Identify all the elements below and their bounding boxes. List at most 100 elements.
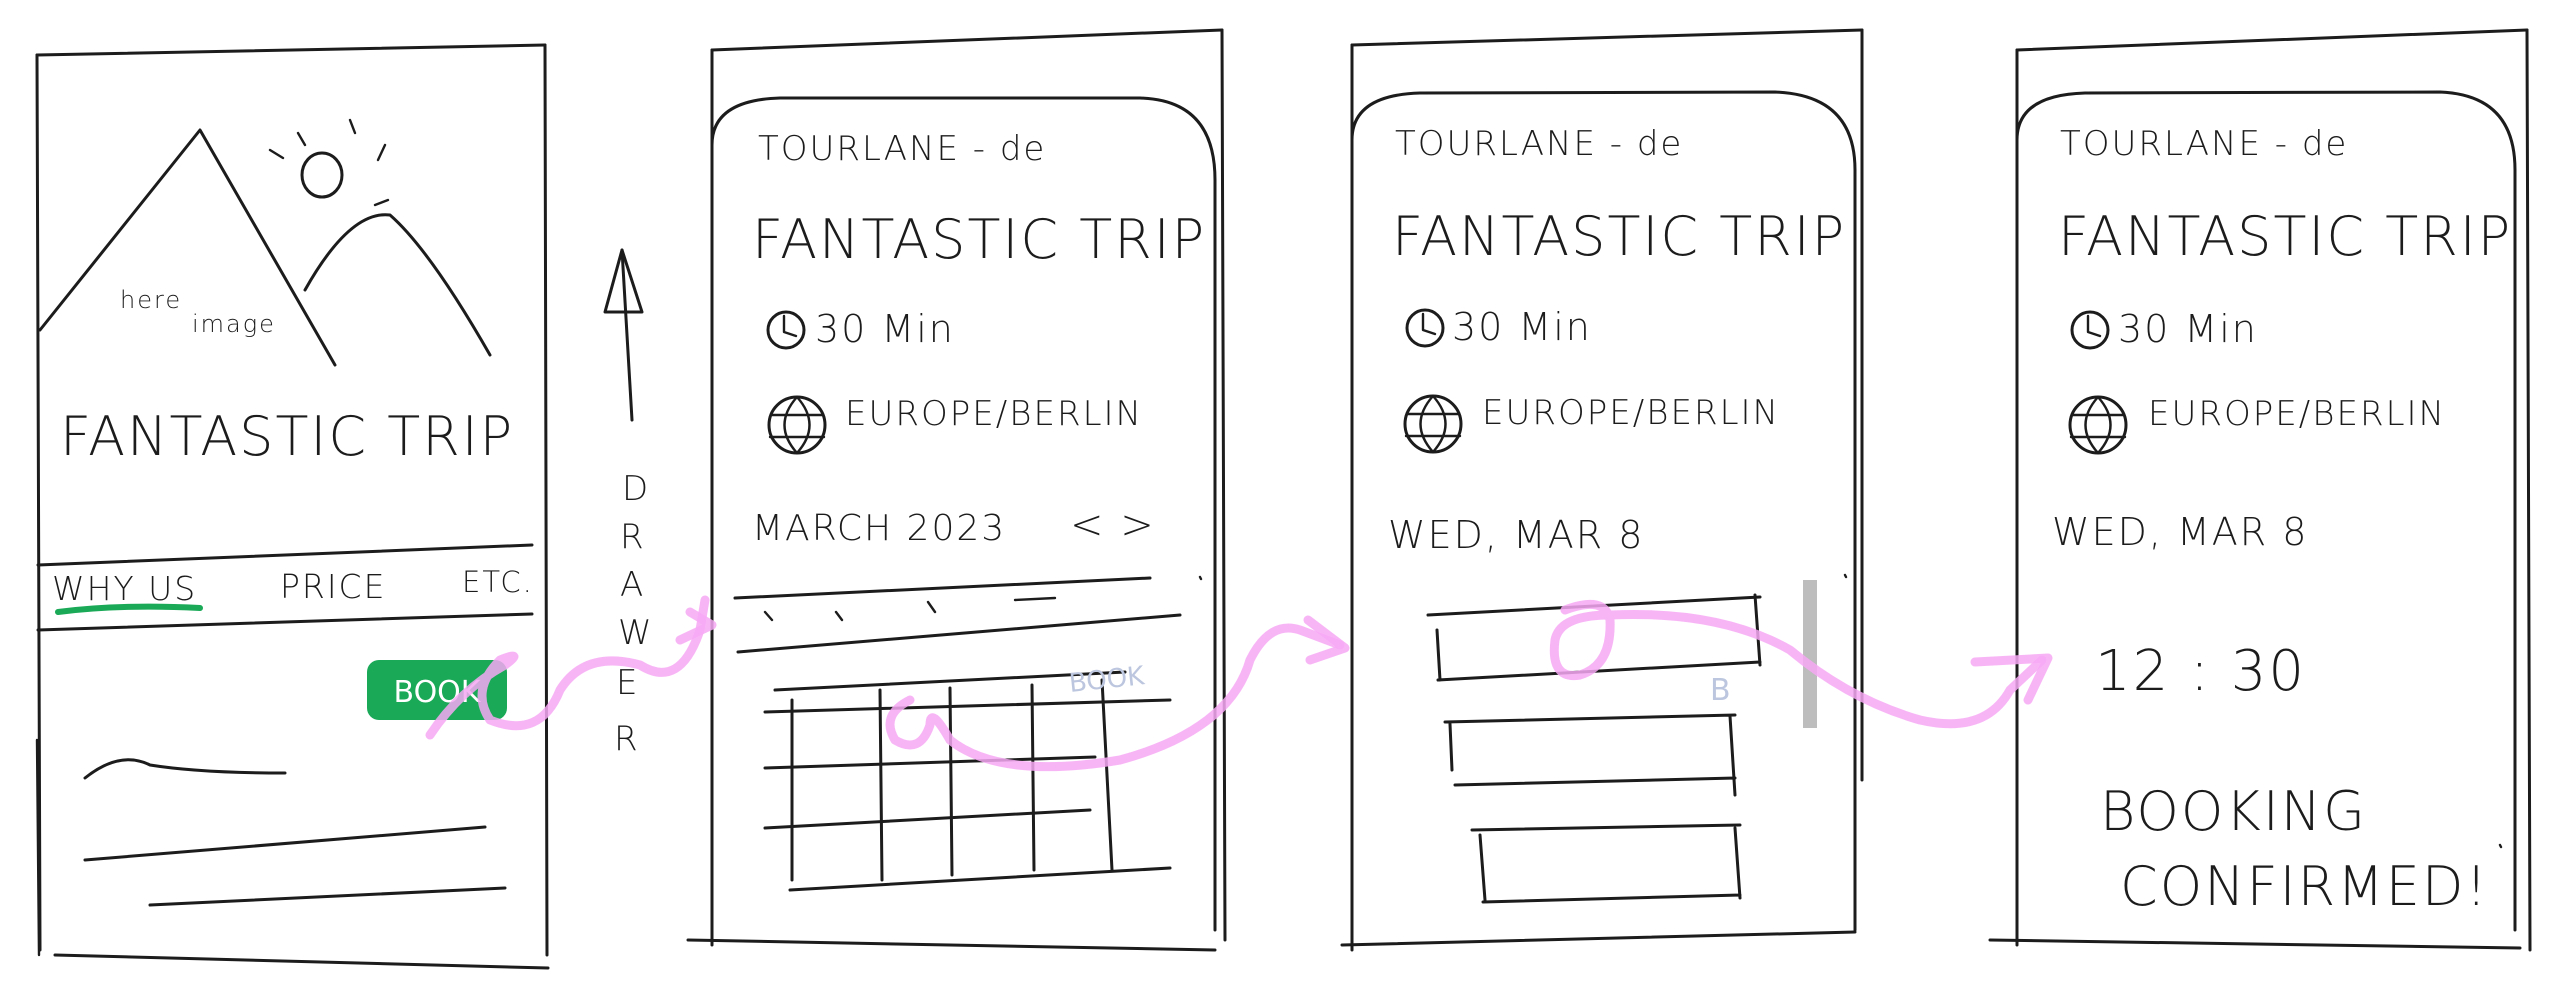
timezone: EUROPE/BERLIN (1482, 393, 1780, 433)
month-nav-arrows[interactable]: < > (1070, 502, 1156, 548)
site-name: TOURLANE - de (2060, 124, 2348, 164)
scrollbar[interactable] (1803, 580, 1817, 728)
panel-timeslots: TOURLANE - de FANTASTIC TRIP 30 Min EURO… (1340, 28, 1864, 952)
scroll-dot (1198, 575, 1203, 581)
phone-frame-right (1220, 28, 1227, 942)
drawer-letter: R (620, 517, 646, 557)
phone-frame-top (35, 43, 547, 57)
grid-column (948, 686, 954, 877)
panel-landing: here image FANTASTIC TRIP WHY US PRICE E… (35, 43, 550, 970)
phone-frame-left (35, 53, 42, 952)
globe-icon (767, 395, 827, 455)
panel-confirmation: TOURLANE - de FANTASTIC TRIP 30 Min EURO… (1988, 28, 2532, 952)
weekday-row-top (733, 576, 1152, 600)
selected-date: WED, MAR 8 (2052, 510, 2308, 554)
phone-frame-bottom (1340, 930, 1857, 947)
tab-price[interactable]: PRICE (280, 567, 386, 606)
clock-hands (2086, 314, 2102, 338)
globe-icon (1403, 394, 1463, 454)
phone-frame-bottom (686, 938, 1217, 952)
phone-frame-left-lower (35, 738, 41, 957)
phone-frame-bottom (1988, 938, 2522, 950)
clock-icon (2070, 310, 2110, 350)
timezone: EUROPE/BERLIN (845, 394, 1143, 434)
arrow-up-shaft (620, 248, 634, 422)
image-note: image (192, 310, 276, 338)
grid-line (773, 670, 1127, 692)
duration: 30 Min (815, 307, 955, 351)
phone-frame-top (710, 28, 1224, 52)
sun-rays-icon (268, 118, 390, 207)
mountain-icon (38, 128, 337, 367)
tab-bar-bottom-line (36, 612, 534, 632)
clock-icon (1405, 308, 1445, 348)
confirmation-message: CONFIRMED! (2120, 855, 2489, 918)
duration: 30 Min (1452, 305, 1592, 349)
phone-frame-right (2525, 28, 2532, 952)
trip-title: FANTASTIC TRIP (752, 208, 1206, 271)
clock-hands (782, 314, 798, 338)
site-name: TOURLANE - de (1395, 124, 1683, 164)
globe-icon (2068, 395, 2128, 455)
grid-line (763, 808, 1092, 830)
duration: 30 Min (2118, 307, 2258, 351)
text-line-placeholder (83, 758, 287, 780)
selected-time: 12 : 30 (2095, 639, 2306, 704)
drawer-sheet (2015, 90, 2517, 932)
scroll-dot (1843, 573, 1848, 579)
flow-arrowhead (675, 607, 717, 645)
time-slot[interactable] (1443, 713, 1737, 797)
globe-lines (768, 395, 826, 455)
drawer-letter: E (616, 663, 639, 703)
tab-etc[interactable]: ETC. (462, 565, 534, 599)
grid-line (763, 755, 1097, 770)
drawer-letter: A (620, 565, 645, 605)
drawer-indicator: D R A W E R (603, 248, 654, 759)
month-label: MARCH 2023 (752, 508, 1006, 549)
trip-title: FANTASTIC TRIP (2058, 205, 2512, 268)
ghost-book-label: B (1710, 673, 1731, 708)
tab-why-us[interactable]: WHY US (52, 569, 197, 608)
confirmation-message: BOOKING (2100, 780, 2367, 843)
flow-arrow-date-to-slot (885, 623, 1345, 772)
flow-arrowhead (1970, 653, 2053, 705)
grid-column (1030, 683, 1036, 872)
image-note: here (120, 286, 182, 314)
calendar-grid[interactable] (763, 670, 1172, 892)
time-slot[interactable] (1470, 823, 1742, 904)
weekday-row (733, 576, 1182, 654)
content-placeholder-lines (83, 758, 507, 907)
flow-arrows (425, 595, 2053, 772)
tab-active-underline (55, 603, 203, 615)
drawer-letter: W (618, 613, 654, 653)
trip-title: FANTASTIC TRIP (60, 405, 514, 468)
flow-arrow-book-to-calendar (425, 595, 710, 740)
mountain-small-icon (303, 213, 492, 357)
timezone: EUROPE/BERLIN (2148, 394, 2446, 434)
phone-frame-top (1350, 28, 1864, 47)
phone-frame-top (2015, 28, 2529, 52)
globe-lines (1404, 394, 1462, 454)
phone-frame-right (543, 43, 549, 957)
panel-calendar: TOURLANE - de FANTASTIC TRIP 30 Min EURO… (686, 28, 1227, 952)
ghost-book-label: BOOK (1068, 661, 1147, 699)
book-button-bg (367, 660, 507, 720)
grid-column (1100, 678, 1114, 872)
clock-hands (1421, 312, 1437, 336)
time-slot-box (1443, 713, 1737, 797)
selected-date: WED, MAR 8 (1388, 513, 1644, 557)
text-line-placeholder (83, 825, 487, 862)
weekday-marks (763, 596, 1057, 622)
trip-title: FANTASTIC TRIP (1392, 205, 1846, 268)
time-slot-box (1470, 823, 1742, 904)
sun-icon (300, 151, 344, 199)
tab-bar: WHY US PRICE ETC. (36, 543, 534, 632)
drawer-letter: R (614, 719, 640, 759)
hero-image-placeholder: here image (38, 118, 492, 367)
phone-frame-bottom (53, 953, 550, 970)
tab-bar-top-line (36, 543, 534, 567)
site-name: TOURLANE - de (758, 129, 1046, 169)
flow-arrow-slot-to-confirmation (1549, 599, 2047, 729)
weekday-row-bottom (736, 613, 1182, 654)
